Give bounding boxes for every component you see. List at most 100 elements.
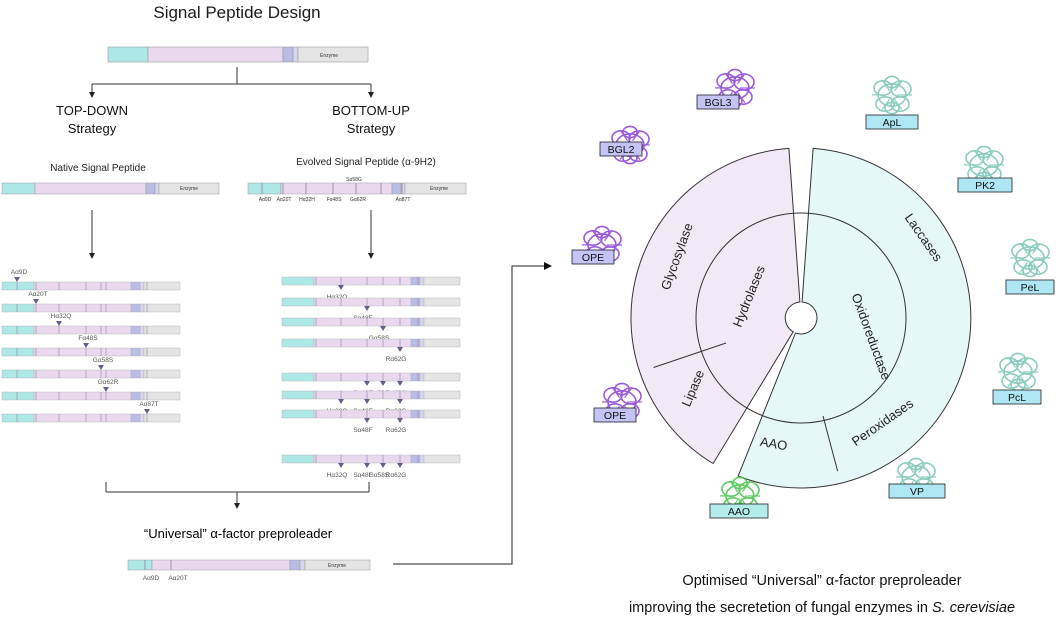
bottom-up-row-5-mutation-3-triangle: [397, 381, 403, 386]
bottom-up-row-8-mutation-2-triangle: [364, 463, 370, 468]
bottom-up-row-5-mutation-2-triangle: [380, 381, 386, 386]
top-down-mutation-3-label: Hα32Q: [51, 313, 72, 320]
bottom-up-row-1-mutation-1-triangle: [338, 285, 344, 290]
merge-connector: [105, 482, 370, 509]
universal-construct-bar: Enzyme: [127, 559, 371, 571]
bottom-up-row-8-mutation-1-label: Hα32Q: [327, 472, 348, 479]
protein-9: VP: [888, 457, 946, 499]
enzyme-label-native: Enzyme: [180, 186, 198, 192]
bottom-up-row-7-mutation-2-triangle: [397, 418, 403, 423]
protein-label-box-1: [696, 94, 740, 110]
protein-label-box-7: [1005, 279, 1055, 295]
top-down-row-3: [1, 325, 181, 335]
enzyme-wheel: Glycosylase Lipase Hydrolases Laccases O…: [630, 147, 972, 489]
protein-label-box-2: [599, 141, 643, 157]
bottom-up-row-7-mutation-1-label: Sα48F: [353, 427, 372, 434]
top-down-row-7: [1, 413, 181, 423]
top-down-row-6: [1, 391, 181, 401]
evolved-construct-bar: Enzyme: [247, 182, 467, 195]
bottom-up-subtitle: Strategy: [347, 121, 396, 136]
protein-label-box-10: [709, 503, 769, 519]
bottom-up-row-8-mutation-3-triangle: [380, 463, 386, 468]
arrow-to-wheel: [393, 262, 552, 565]
universal-mut-2: Aα20T: [168, 575, 187, 582]
evolved-mutation-labels: Aα9D Aα20T Hα32H Fα48S Gα62R Aα87T: [259, 197, 411, 203]
bottom-up-row-5: [281, 372, 461, 382]
protein-8: PcL: [992, 352, 1042, 405]
caption-species: S. cerevisiae: [932, 600, 1015, 616]
bottom-up-row-1: [281, 276, 461, 286]
bottom-up-row-8-mutation-3-label: Gα58S: [369, 472, 390, 479]
top-down-mutation-6-triangle: [103, 387, 109, 392]
split-connector: [89, 67, 374, 98]
top-down-title: TOP-DOWN: [56, 103, 128, 118]
evolved-mut-4: Fα48S: [327, 197, 343, 203]
protein-label-4: OPE: [604, 410, 626, 422]
protein-structure-icon-6: [963, 145, 1004, 185]
protein-label-9: VP: [910, 486, 924, 498]
protein-label-10: AAO: [728, 506, 750, 518]
protein-2: BGL2: [599, 125, 650, 165]
protein-label-7: PeL: [1021, 282, 1040, 294]
bottom-up-row-1-mutation-1-label: Hα32Q: [327, 294, 348, 301]
protein-label-box-3: [571, 249, 615, 265]
protein-10: AAO: [709, 476, 769, 519]
bottom-up-row-8-mutation-1-triangle: [338, 463, 344, 468]
bottom-up-row-7-mutation-2-label: Rα62G: [386, 427, 407, 434]
bottom-up-row-2: [281, 297, 461, 307]
bottom-up-row-4: [281, 338, 461, 348]
evolved-mut-6: Aα87T: [396, 197, 411, 203]
top-down-mutation-3-triangle: [56, 321, 62, 326]
top-down-subtitle: Strategy: [68, 121, 117, 136]
top-down-mutation-1-label: Aα9D: [11, 269, 28, 276]
bottom-up-row-6-mutation-2-triangle: [364, 399, 370, 404]
enzyme-label-universal: Enzyme: [328, 563, 346, 569]
wheel-oxidoreductase-sector: [737, 147, 972, 489]
wheel-label-aao: AAO: [759, 434, 789, 454]
protein-label-6: PK2: [975, 180, 995, 192]
protein-6: PK2: [957, 145, 1013, 193]
protein-label-2: BGL2: [608, 144, 635, 156]
universal-mut-1: Aα9D: [143, 575, 160, 582]
protein-label-3: OPE: [582, 252, 604, 264]
protein-label-5: ApL: [883, 117, 902, 129]
protein-structure-icon-8: [997, 352, 1038, 392]
top-down-mutation-7-label: Aα87T: [139, 401, 158, 408]
protein-label-box-6: [957, 177, 1013, 193]
protein-structure-icon-1: [714, 68, 755, 108]
bottom-up-row-3-mutation-1-triangle: [380, 326, 386, 331]
protein-label-box-9: [888, 483, 946, 499]
protein-label-8: PcL: [1008, 392, 1026, 404]
bottom-up-row-7: [281, 409, 461, 419]
protein-1: BGL3: [696, 68, 755, 110]
bottom-up-row-8-mutation-2-label: Sα48F: [353, 472, 372, 479]
bottom-up-row-4-mutation-1-label: Rα62G: [386, 356, 407, 363]
evolved-mut-2: Aα20T: [277, 197, 292, 203]
bottom-up-row-6-mutation-3-triangle: [397, 399, 403, 404]
protein-label-box-5: [865, 114, 919, 130]
native-construct-bar: Enzyme: [1, 182, 220, 195]
evolved-mut-3: Hα32H: [299, 197, 315, 203]
top-down-mutation-6-label: Gα62R: [98, 379, 119, 386]
wheel-divider-perox-aao: [822, 415, 839, 472]
top-down-mutation-2-triangle: [33, 299, 39, 304]
bottom-up-row-3-mutation-1-label: Gα58S: [369, 335, 390, 342]
protein-7: PeL: [1005, 238, 1055, 295]
top-down-mutation-7-triangle: [144, 409, 150, 414]
top-down-row-2: [1, 303, 181, 313]
protein-structure-icon-5: [871, 75, 912, 115]
native-signal-label: Native Signal Peptide: [50, 163, 146, 174]
protein-3: OPE: [571, 225, 622, 265]
top-down-mutation-4-triangle: [83, 343, 89, 348]
top-down-row-5: [1, 369, 181, 379]
enzyme-label-evolved: Enzyme: [430, 186, 448, 192]
enzyme-label-top: Enzyme: [320, 53, 338, 59]
bottom-up-row-7-mutation-1-triangle: [364, 418, 370, 423]
bottom-up-row-8: [281, 454, 461, 464]
top-construct-bar: Enzyme: [107, 46, 369, 63]
evolved-signal-label: Evolved Signal Peptide (α-9H2): [296, 157, 436, 168]
wheel-inner-ring: [695, 212, 907, 424]
evolved-top-mutation: Sα58G: [346, 177, 362, 183]
